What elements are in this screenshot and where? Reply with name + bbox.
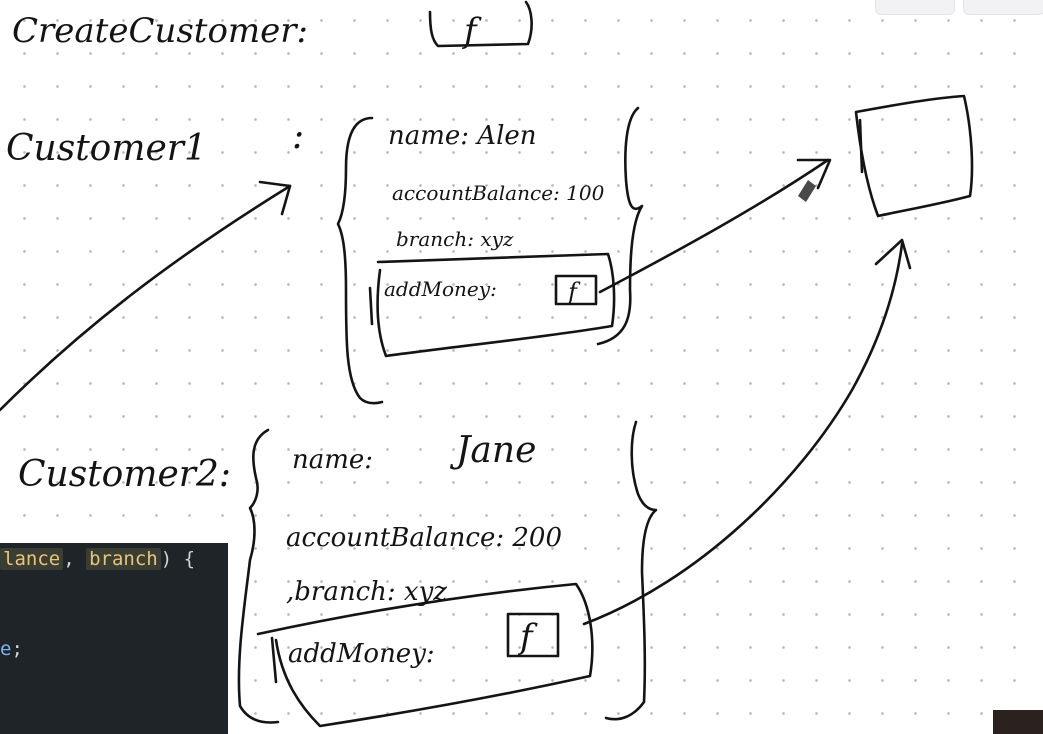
customer1-balance-field: accountBalance: 100: [392, 181, 605, 205]
customer1-method-tick: [368, 286, 374, 326]
customer2-balance-field: accountBalance: 200: [286, 523, 562, 553]
customer1-function-symbol: f: [566, 278, 581, 306]
customer1-method-box: [376, 252, 616, 358]
toolbar-button[interactable]: [875, 0, 955, 15]
customer2-open-brace: [237, 428, 280, 724]
customer2-name-field: name:: [292, 445, 373, 475]
customer2-method-label: addMoney:: [288, 639, 435, 669]
title-text: CreateCustomer:: [12, 11, 308, 51]
toolbar-button[interactable]: [963, 0, 1043, 15]
customer1-method-label: addMoney:: [384, 277, 497, 301]
customer2-method-box: [256, 582, 594, 728]
arrow-customer2-to-function: [582, 242, 904, 626]
customer1-label: Customer1: [6, 128, 207, 169]
shared-function-object: [854, 94, 974, 218]
code-line-assignment: e;: [0, 638, 23, 660]
customer1-close-brace: [596, 106, 644, 346]
code-line-tail: ) {: [160, 548, 196, 570]
customer1-colon: :: [292, 116, 304, 157]
code-param-branch: branch: [86, 548, 161, 570]
code-line-params: lance, branch) {: [0, 548, 195, 570]
customer2-close-brace: [604, 420, 658, 721]
arrow-customer1-to-function-head: [796, 158, 832, 190]
customer1-branch-field: branch: xyz: [396, 227, 514, 251]
customer2-method-tick: [270, 636, 278, 684]
customer1-open-brace: [336, 116, 384, 405]
customer1-function-box: [554, 274, 598, 306]
code-semicolon: ;: [11, 638, 23, 660]
code-variable: e: [0, 638, 12, 660]
arrow-customer1-to-function: [598, 158, 830, 294]
arrow-to-customer1-head: [258, 180, 292, 216]
customer2-branch-field: ,branch: xyz: [286, 577, 447, 607]
code-param-balance: lance: [0, 548, 64, 570]
customer1-name-field: name: Alen: [388, 121, 537, 151]
shared-function-inner-mark: [858, 118, 864, 174]
title-function-box: [428, 0, 533, 48]
code-editor-panel: lance, branch) { e;: [0, 543, 228, 734]
code-separator: ,: [63, 548, 87, 570]
webcam-thumbnail: [993, 710, 1043, 734]
customer2-function-symbol: f: [517, 617, 538, 657]
customer2-label: Customer2:: [18, 454, 231, 495]
arrow-to-customer1: [0, 184, 292, 412]
customer2-function-box: [506, 612, 560, 658]
pen-cursor-icon: [798, 180, 816, 202]
customer2-name-value: Jane: [449, 430, 536, 471]
arrow-customer2-to-function-head: [874, 238, 912, 270]
